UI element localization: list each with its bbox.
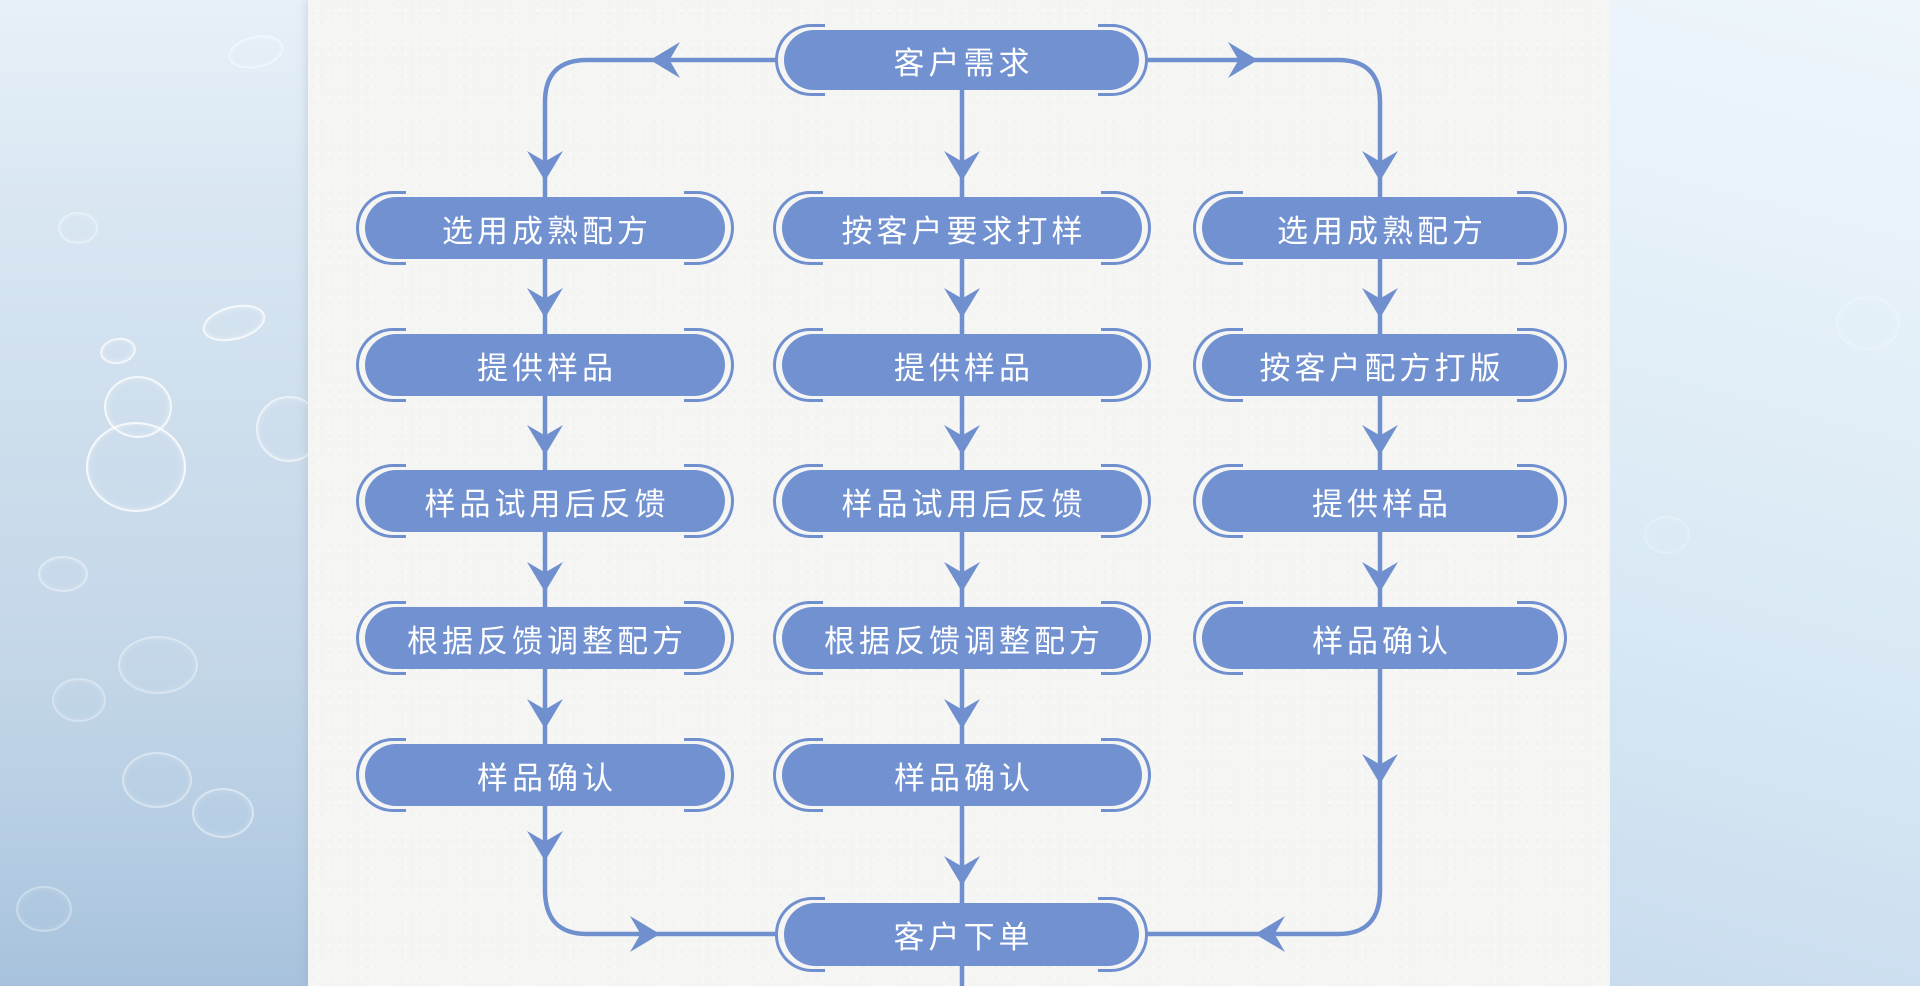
arrow-down-icon: [527, 288, 563, 318]
node-label: 客户需求: [893, 45, 1034, 81]
arrow-down-icon: [1362, 288, 1398, 318]
left-water-bubble-panel: [0, 0, 322, 986]
arrow-down-icon: [944, 562, 980, 592]
arrow-down-icon: [527, 151, 563, 181]
bubble-decoration: [38, 556, 88, 592]
arrow-down-icon: [1362, 425, 1398, 455]
flow-node-middle-3: 样品试用后反馈: [773, 464, 1151, 538]
arrow-down-icon: [527, 562, 563, 592]
bubble-decoration: [86, 422, 186, 512]
node-label: 样品确认: [1312, 623, 1452, 659]
arrow-right-icon: [1228, 42, 1258, 78]
bubble-decoration: [58, 212, 98, 244]
arrow-down-icon: [944, 151, 980, 181]
flow-node-right-1: 选用成熟配方: [1193, 191, 1567, 265]
node-label: 根据反馈调整配方: [824, 623, 1104, 659]
bubble-decoration: [1836, 296, 1900, 350]
arrow-down-icon: [944, 856, 980, 886]
arrow-left-icon: [1255, 916, 1285, 952]
flow-node-middle-1: 按客户要求打样: [773, 191, 1151, 265]
node-label: 选用成熟配方: [1277, 213, 1487, 249]
node-label: 提供样品: [894, 350, 1034, 386]
arrow-down-icon: [944, 288, 980, 318]
flow-node-middle-5: 样品确认: [773, 738, 1151, 812]
arrow-down-icon: [944, 425, 980, 455]
bubble-decoration: [1644, 516, 1690, 554]
node-label: 样品确认: [894, 760, 1034, 796]
node-label: 样品确认: [477, 760, 617, 796]
node-label: 选用成熟配方: [442, 213, 652, 249]
right-water-panel: [1610, 0, 1920, 986]
flow-node-left-4: 根据反馈调整配方: [356, 601, 734, 675]
flow-node-right-3: 提供样品: [1193, 464, 1567, 538]
flow-node-left-2: 提供样品: [356, 328, 734, 402]
node-label: 根据反馈调整配方: [407, 623, 687, 659]
flow-node-left-5: 样品确认: [356, 738, 734, 812]
arrow-down-icon: [1362, 754, 1398, 784]
arrow-down-icon: [1362, 151, 1398, 181]
flow-node-middle-4: 根据反馈调整配方: [773, 601, 1151, 675]
arrow-down-icon: [527, 699, 563, 729]
node-label: 按客户配方打版: [1259, 350, 1505, 386]
node-label: 提供样品: [1312, 486, 1452, 522]
node-label: 客户下单: [893, 920, 1034, 955]
arrow-down-icon: [1362, 562, 1398, 592]
flow-node-right-2: 按客户配方打版: [1193, 328, 1567, 402]
flow-node-end: 客户下单: [775, 897, 1148, 972]
bubble-decoration: [118, 636, 198, 694]
node-label: 提供样品: [477, 350, 617, 386]
flow-node-right-4: 样品确认: [1193, 601, 1567, 675]
arrow-down-icon: [527, 831, 563, 861]
flow-node-middle-2: 提供样品: [773, 328, 1151, 402]
arrow-left-icon: [650, 42, 680, 78]
arrow-down-icon: [944, 699, 980, 729]
flow-node-start: 客户需求: [775, 24, 1148, 96]
arrow-right-icon: [630, 916, 660, 952]
flow-node-left-1: 选用成熟配方: [356, 191, 734, 265]
arrow-down-icon: [527, 425, 563, 455]
bubble-decoration: [122, 752, 192, 808]
bubble-decoration: [16, 886, 72, 932]
node-label: 按客户要求打样: [841, 213, 1087, 249]
node-label: 样品试用后反馈: [841, 486, 1087, 522]
flow-node-left-3: 样品试用后反馈: [356, 464, 734, 538]
node-label: 样品试用后反馈: [424, 486, 670, 522]
bubble-decoration: [192, 788, 254, 838]
bubble-decoration: [52, 678, 106, 722]
